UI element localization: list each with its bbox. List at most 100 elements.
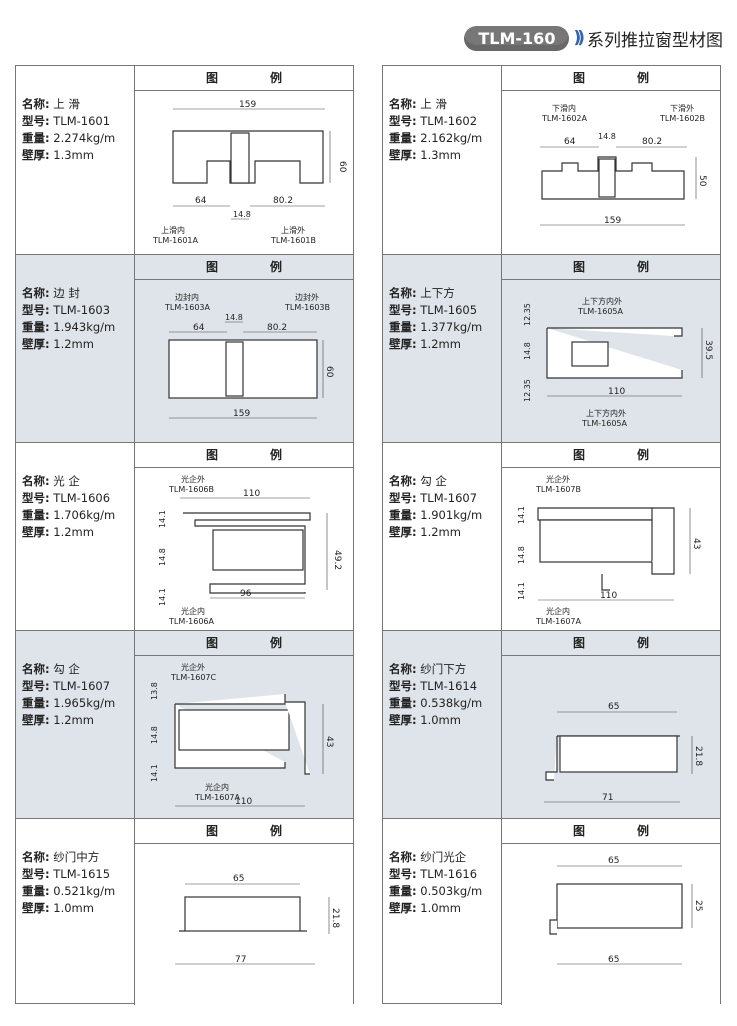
product-info: 名称: 上 滑 型号: TLM-1602 重量: 2.162kg/m 壁厚: 1… xyxy=(389,97,483,162)
profile-figure: 图 例 65 21.8 71 xyxy=(501,631,720,818)
product-name: 纱门下方 xyxy=(420,662,467,676)
product-cell: 名称: 上 滑 型号: TLM-1601 重量: 2.274kg/m 壁厚: 1… xyxy=(16,66,353,254)
product-weight: 2.162kg/m xyxy=(420,131,483,145)
svg-text:14.1: 14.1 xyxy=(150,764,159,782)
svg-text:65: 65 xyxy=(608,856,619,866)
product-info: 名称: 边 封 型号: TLM-1603 重量: 1.943kg/m 壁厚: 1… xyxy=(22,286,116,351)
product-cell: 名称: 上 滑 型号: TLM-1602 重量: 2.162kg/m 壁厚: 1… xyxy=(383,66,720,254)
profile-drawing-1605: 12.35 14.8 12.35 上下方内外 TLM-1605A 39.5 11… xyxy=(523,296,713,428)
product-weight: 2.274kg/m xyxy=(53,131,116,145)
svg-text:边封内: 边封内 xyxy=(175,292,199,302)
product-weight: 1.377kg/m xyxy=(420,320,483,334)
svg-text:43: 43 xyxy=(324,736,334,747)
svg-text:TLM-1603B: TLM-1603B xyxy=(284,303,330,312)
svg-text:96: 96 xyxy=(240,589,252,599)
profile-drawing-1616: 65 25 65 xyxy=(549,856,703,965)
svg-text:64: 64 xyxy=(564,137,576,147)
svg-text:TLM-1605A: TLM-1605A xyxy=(581,419,627,428)
profile-drawing-1615: 65 21.8 77 xyxy=(175,874,340,965)
figure-caption: 图 例 xyxy=(135,255,353,280)
svg-text:TLM-1601B: TLM-1601B xyxy=(270,236,316,245)
svg-text:边封外: 边封外 xyxy=(295,292,319,302)
svg-text:159: 159 xyxy=(239,100,256,110)
profile-figure: 图 例 65 25 65 xyxy=(501,819,720,1005)
svg-text:光企内: 光企内 xyxy=(546,606,570,616)
svg-text:43: 43 xyxy=(691,538,701,549)
svg-text:下滑外: 下滑外 xyxy=(670,103,694,113)
svg-text:上下方内外: 上下方内外 xyxy=(582,296,622,306)
profile-figure: 图 例 光企外 TLM-1607C 13.8 14.8 14.1 43 光企内 … xyxy=(134,631,353,818)
product-cell: 名称: 勾 企 型号: TLM-1607 重量: 1.965kg/m 壁厚: 1… xyxy=(16,630,353,818)
product-name: 光 企 xyxy=(53,474,80,488)
product-model: TLM-1606 xyxy=(53,491,111,505)
product-name: 勾 企 xyxy=(53,662,80,676)
svg-text:TLM-1603A: TLM-1603A xyxy=(164,303,210,312)
product-info: 名称: 纱门光企 型号: TLM-1616 重量: 0.503kg/m 壁厚: … xyxy=(389,850,483,915)
page-title: 系列推拉窗型材图 xyxy=(587,30,723,51)
svg-text:上滑内: 上滑内 xyxy=(161,225,185,235)
product-model: TLM-1607 xyxy=(53,679,111,693)
product-name: 纱门中方 xyxy=(53,850,100,864)
figure-caption: 图 例 xyxy=(502,631,720,656)
svg-text:110: 110 xyxy=(243,489,260,499)
product-wall: 1.0mm xyxy=(420,713,461,727)
svg-text:77: 77 xyxy=(235,955,246,965)
product-info: 名称: 勾 企 型号: TLM-1607 重量: 1.901kg/m 壁厚: 1… xyxy=(389,474,483,539)
figure-caption: 图 例 xyxy=(135,631,353,656)
product-model: TLM-1602 xyxy=(420,114,478,128)
product-name: 勾 企 xyxy=(420,474,447,488)
figure-caption: 图 例 xyxy=(502,443,720,468)
product-name: 纱门光企 xyxy=(420,850,467,864)
svg-text:TLM-1602A: TLM-1602A xyxy=(541,114,587,123)
profile-drawing-1607c: 光企外 TLM-1607C 13.8 14.8 14.1 43 光企内 TLM-… xyxy=(150,662,334,807)
svg-text:60: 60 xyxy=(324,366,334,378)
product-weight: 0.538kg/m xyxy=(420,696,483,710)
figure-caption: 图 例 xyxy=(502,255,720,280)
svg-text:12.35: 12.35 xyxy=(523,303,532,326)
product-wall: 1.2mm xyxy=(420,337,461,351)
svg-text:光企外: 光企外 xyxy=(181,474,205,484)
svg-text:14.8: 14.8 xyxy=(598,132,616,141)
product-wall: 1.3mm xyxy=(53,148,94,162)
product-cell: 名称: 纱门中方 型号: TLM-1615 重量: 0.521kg/m 壁厚: … xyxy=(16,818,353,1005)
figure-caption: 图 例 xyxy=(135,443,353,468)
product-info: 名称: 纱门下方 型号: TLM-1614 重量: 0.538kg/m 壁厚: … xyxy=(389,662,483,727)
product-cell: 名称: 上下方 型号: TLM-1605 重量: 1.377kg/m 壁厚: 1… xyxy=(383,254,720,442)
svg-text:光企内: 光企内 xyxy=(181,606,205,616)
product-model: TLM-1607 xyxy=(420,491,478,505)
svg-text:25: 25 xyxy=(693,900,703,911)
svg-text:39.5: 39.5 xyxy=(703,340,713,360)
svg-text:14.8: 14.8 xyxy=(523,342,532,360)
figure-caption: 图 例 xyxy=(135,66,353,91)
svg-text:110: 110 xyxy=(608,387,625,397)
svg-text:TLM-1601A: TLM-1601A xyxy=(152,236,198,245)
profile-figure: 图 例 12.35 14.8 12.35 上下方内外 TLM-1605A 39.… xyxy=(501,255,720,442)
product-weight: 1.965kg/m xyxy=(53,696,116,710)
svg-text:14.8: 14.8 xyxy=(517,546,526,564)
svg-text:65: 65 xyxy=(233,874,244,884)
svg-text:下滑内: 下滑内 xyxy=(552,103,576,113)
figure-caption: 图 例 xyxy=(502,819,720,844)
svg-text:光企外: 光企外 xyxy=(181,662,205,672)
product-info: 名称: 纱门中方 型号: TLM-1615 重量: 0.521kg/m 壁厚: … xyxy=(22,850,116,915)
svg-text:60: 60 xyxy=(337,161,347,173)
svg-text:50: 50 xyxy=(697,175,707,187)
product-cell: 名称: 纱门下方 型号: TLM-1614 重量: 0.538kg/m 壁厚: … xyxy=(383,630,720,818)
svg-text:49.2: 49.2 xyxy=(332,550,342,570)
series-badge: TLM-160 xyxy=(464,25,570,51)
product-cell: 名称: 勾 企 型号: TLM-1607 重量: 1.901kg/m 壁厚: 1… xyxy=(383,442,720,630)
product-model: TLM-1603 xyxy=(53,303,111,317)
svg-text:159: 159 xyxy=(233,409,250,419)
product-weight: 1.943kg/m xyxy=(53,320,116,334)
svg-text:TLM-1606B: TLM-1606B xyxy=(168,485,214,494)
svg-text:14.8: 14.8 xyxy=(150,726,159,744)
left-column: 名称: 上 滑 型号: TLM-1601 重量: 2.274kg/m 壁厚: 1… xyxy=(15,65,354,1005)
figure-caption: 图 例 xyxy=(502,66,720,91)
profile-figure: 图 例 边封内 TLM-1603A 边封外 TLM-1603B 14.8 64 … xyxy=(134,255,353,442)
svg-text:110: 110 xyxy=(235,797,252,807)
svg-text:上滑外: 上滑外 xyxy=(281,225,305,235)
profile-drawing-1606: 光企外 TLM-1606B 110 14.1 14.8 14.1 49.2 96… xyxy=(158,474,342,626)
product-weight: 1.901kg/m xyxy=(420,508,483,522)
chevron-icon: )) xyxy=(573,28,584,48)
product-info: 名称: 勾 企 型号: TLM-1607 重量: 1.965kg/m 壁厚: 1… xyxy=(22,662,116,727)
